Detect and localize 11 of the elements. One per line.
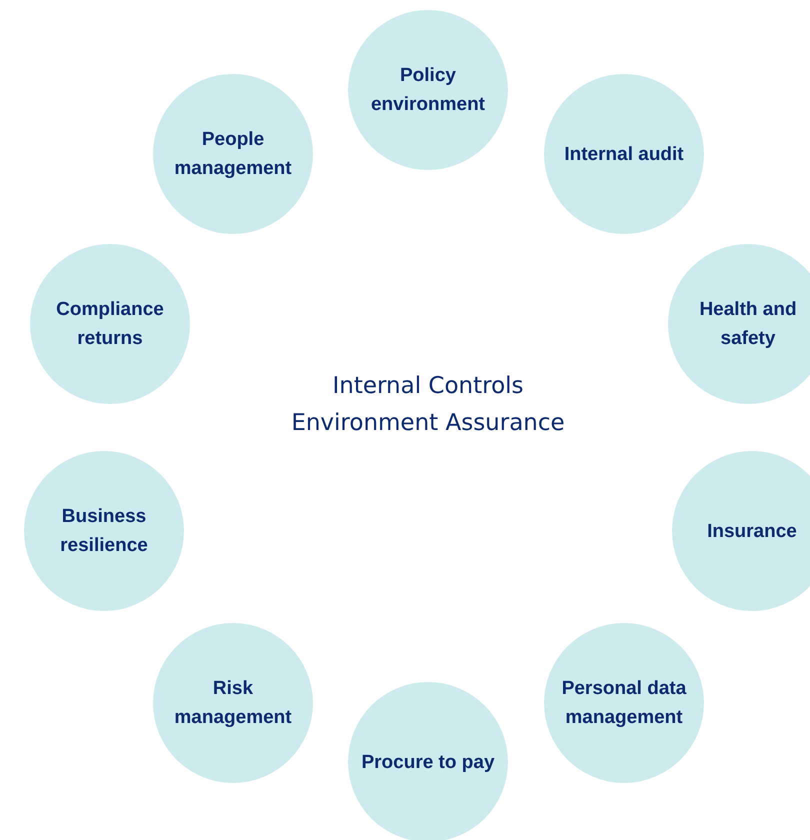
topic-label: Internal audit [564,142,684,166]
topic-label: Procure to pay [361,750,495,774]
topic-label: Insurance [707,520,797,544]
topic-label: Compliance returns [55,298,165,351]
topic-label: Personal data management [560,677,688,730]
topic-label: Policy environment [370,64,486,117]
topic-label: Risk management [173,677,293,730]
topic-label: Business resilience [59,505,149,558]
topic-label: Health and safety [698,298,798,351]
topic-label: People management [173,128,293,181]
center-title: Internal Controls Environment Assurance [290,372,566,438]
